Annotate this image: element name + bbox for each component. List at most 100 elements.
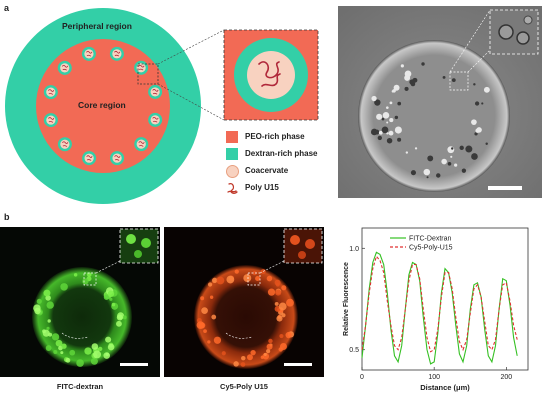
fluorescent-spot [243, 274, 252, 283]
fluorescent-spot [107, 290, 115, 298]
bf-particle [410, 170, 416, 176]
fluorescent-spot [266, 349, 271, 354]
fluorescent-spot [47, 319, 51, 323]
fluorescent-spot [203, 329, 207, 333]
bf-particle [374, 99, 381, 106]
bf-particle [475, 128, 480, 133]
fluorescent-spot [250, 349, 256, 356]
coacervate-droplet [110, 151, 125, 166]
legend-label-polyu15: Poly U15 [245, 183, 279, 192]
fluorescent-spot [207, 340, 211, 344]
x-tick-label: 0 [360, 374, 364, 381]
fluorescent-spot [60, 351, 64, 355]
fluorescent-spot [213, 336, 222, 344]
bf-particle [389, 101, 393, 105]
bf-particle [474, 101, 480, 106]
fluorescent-spot [61, 343, 67, 349]
fluorescent-spot [46, 326, 50, 330]
fluorescent-spot [90, 357, 98, 365]
fluorescent-spot [216, 276, 225, 285]
bf-particle [426, 176, 429, 179]
coacervate-droplet [43, 85, 58, 100]
fluorescent-spot [42, 329, 50, 337]
fluorescent-spot [285, 331, 292, 339]
fluorescent-spot [111, 302, 116, 307]
fluorescent-spot [246, 354, 253, 361]
bf-droplet [358, 40, 510, 192]
bf-particle [370, 128, 378, 136]
bf-particle [473, 83, 476, 86]
bf-particle [404, 86, 409, 91]
fluorescent-spot [278, 302, 287, 311]
bf-particle [409, 79, 415, 85]
brightfield-micrograph [338, 6, 542, 198]
bf-particle [386, 121, 389, 124]
bf-particle [389, 118, 394, 123]
chart-x-axis-label: Distance (μm) [420, 383, 470, 392]
bf-particle [376, 113, 383, 120]
coacervate-droplet [134, 137, 149, 152]
fluorescent-spot [45, 345, 52, 351]
fluorescent-spot [109, 297, 113, 301]
bf-particle [427, 155, 434, 162]
green-spots [33, 272, 127, 367]
bf-particle [481, 102, 484, 105]
fitc-micrograph [0, 227, 160, 377]
bf-particle [405, 151, 409, 154]
fluorescent-spot [221, 351, 226, 356]
cy5-scale-bar [284, 363, 312, 366]
bf-particle [381, 117, 385, 121]
bf-particle [397, 101, 402, 106]
red-spots [196, 269, 295, 367]
bf-particle [421, 62, 425, 66]
fluorescent-spot [122, 315, 127, 320]
bf-particle [454, 163, 458, 167]
fluorescent-spot [260, 269, 266, 275]
fitc-caption: FITC-dextran [56, 382, 104, 391]
fluorescent-spot [278, 347, 283, 352]
phase-diagram [5, 8, 319, 204]
fluorescent-spot [196, 321, 205, 330]
bf-particles [370, 62, 490, 179]
chart-frame [361, 227, 529, 371]
fluorescent-spot [200, 296, 205, 301]
fluorescent-spot [279, 333, 284, 339]
fluorescent-spot [93, 350, 102, 359]
coacervate-droplet [148, 112, 163, 127]
bf-particle [377, 135, 382, 141]
bf-particle [474, 132, 478, 136]
bf-particle [388, 130, 394, 136]
fitc-inset [119, 228, 159, 264]
fluorescent-spot [240, 362, 246, 367]
fluorescent-spot [201, 307, 208, 315]
fluorescent-spot [211, 314, 217, 320]
bf-particle [471, 153, 478, 160]
coacervate-droplet [82, 151, 97, 166]
bf-particle [391, 90, 395, 93]
legend-label: FITC-Dextran [409, 236, 452, 243]
bf-zoom-box-small [449, 71, 469, 91]
fluorescent-spot [45, 295, 51, 301]
fluorescent-spot [51, 333, 60, 341]
bf-particle [450, 155, 453, 158]
fluorescent-spot [46, 301, 54, 309]
fluorescent-spot [281, 285, 287, 291]
legend-swatch-peo [226, 131, 238, 143]
fluorescent-spot [36, 298, 42, 304]
fluorescent-spot [69, 349, 76, 356]
coacervate-droplet [57, 137, 72, 152]
cy5-caption: Cy5-Poly U15 [220, 382, 268, 391]
fluorescent-spot [73, 273, 78, 277]
coacervate-droplet [109, 46, 124, 61]
bf-particle [385, 106, 389, 109]
fluorescent-spot [267, 288, 276, 296]
fluorescent-spot [266, 275, 273, 282]
bf-particle [378, 130, 383, 135]
bf-particle [483, 86, 490, 93]
fluorescent-spot [275, 289, 282, 296]
fluorescent-spot [116, 320, 122, 327]
coacervate-droplet [148, 84, 163, 99]
fluorescent-spot [82, 278, 89, 285]
fluorescent-spot [274, 301, 279, 306]
